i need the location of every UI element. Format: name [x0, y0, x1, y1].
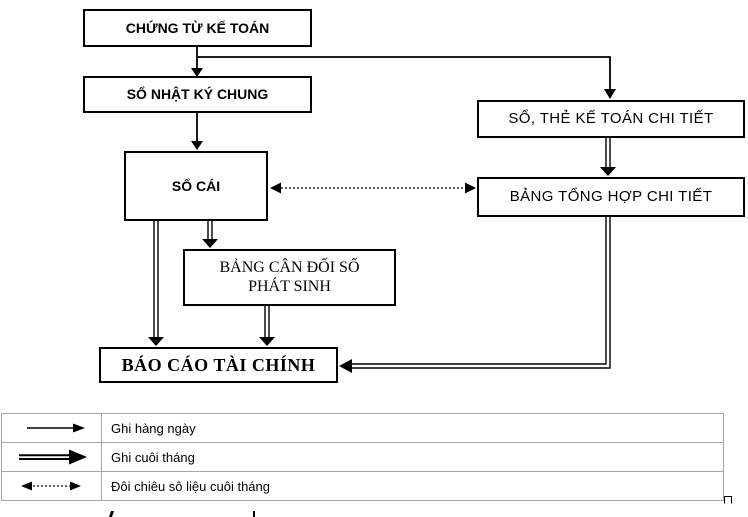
legend-row-reconcile: Đôi chiêu sô liệu cuôi tháng — [2, 472, 723, 501]
node-bao-cao-tai-chinh: BÁO CÁO TÀI CHÍNH — [99, 347, 338, 383]
arrowhead-down-icon — [259, 337, 275, 346]
node-label: SỔ, THẺ KẾ TOÁN CHI TIẾT — [508, 110, 714, 128]
node-label: CHỨNG TỪ KẾ TOÁN — [125, 19, 270, 36]
legend-row-month-end: Ghi cuôi tháng — [2, 443, 723, 472]
arrow-tonghop-to-baocao — [352, 217, 611, 369]
arrowhead-down-icon — [148, 337, 164, 346]
arrow-socai-to-baocao — [153, 221, 159, 338]
arrow-candoi-to-baocao — [264, 306, 270, 338]
node-chung-tu-ke-toan: CHỨNG TỪ KẾ TOÁN — [83, 9, 312, 47]
dotted-double-arrow-icon — [2, 472, 102, 500]
arrowhead-down-icon — [604, 89, 616, 99]
node-so-nhat-ky-chung: SỔ NHẬT KÝ CHUNG — [83, 76, 312, 113]
node-label-line2: PHÁT SINH — [248, 277, 331, 295]
arrowhead-left-icon — [339, 359, 352, 373]
legend-label: Ghi hàng ngày — [111, 420, 196, 436]
arrowhead-down-icon — [191, 141, 203, 150]
arrowhead-down-icon — [191, 68, 203, 77]
arrowhead-down-icon — [202, 239, 218, 248]
arrow-sothe-to-tonghop — [605, 138, 611, 168]
single-arrow-icon — [2, 414, 102, 442]
node-so-the-ke-toan-chi-tiet: SỔ, THẺ KẾ TOÁN CHI TIẾT — [477, 100, 745, 138]
legend-label: Đôi chiêu sô liệu cuôi tháng — [111, 478, 270, 494]
node-label-line1: BẢNG CÂN ĐỐI SỐ — [219, 259, 360, 277]
node-label: BẢNG TỔNG HỢP CHI TIẾT — [509, 188, 713, 206]
node-so-cai: SỔ CÁI — [124, 151, 268, 221]
arrow-chungtu-to-sothe — [197, 56, 611, 90]
cutoff-text-fragment — [253, 511, 255, 517]
legend-label: Ghi cuôi tháng — [111, 449, 195, 465]
double-arrow-icon — [2, 443, 102, 471]
node-label: SỔ NHẬT KÝ CHUNG — [126, 86, 269, 103]
missing-glyph-square — [724, 496, 732, 504]
node-label: SỔ CÁI — [171, 177, 221, 194]
node-label: BÁO CÁO TÀI CHÍNH — [121, 354, 316, 375]
legend-row-daily: Ghi hàng ngày — [2, 414, 723, 443]
arrowhead-down-icon — [600, 167, 616, 176]
legend-table: Ghi hàng ngày Ghi cuôi tháng Đôi chiêu s… — [1, 413, 724, 501]
arrowhead-right-icon — [465, 182, 476, 194]
node-bang-can-doi-so-phat-sinh: BẢNG CÂN ĐỐI SỐ PHÁT SINH — [183, 249, 396, 306]
arrow-socai-to-candoi — [207, 221, 213, 240]
arrowhead-left-icon — [270, 182, 281, 194]
node-bang-tong-hop-chi-tiet: BẢNG TỔNG HỢP CHI TIẾT — [477, 177, 745, 217]
